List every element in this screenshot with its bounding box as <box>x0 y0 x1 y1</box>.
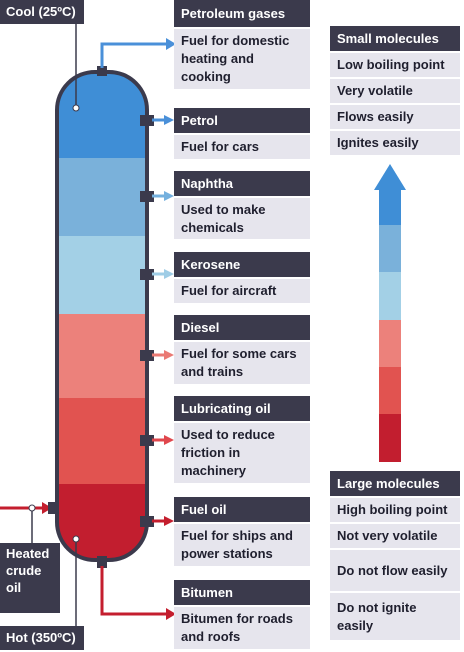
small-molecules-property: Low boiling point <box>330 53 460 77</box>
fraction-name-fuel-oil: Fuel oil <box>174 497 310 522</box>
band-diesel-zone <box>57 314 147 398</box>
band-kerosene-zone <box>57 236 147 314</box>
fraction-use-diesel: Fuel for some cars and trains <box>174 342 310 384</box>
fraction-name-kerosene: Kerosene <box>174 252 310 277</box>
heated-crude-oil-label: Heated crude oil <box>0 543 60 613</box>
top-nozzle <box>97 66 107 76</box>
fraction-use-kerosene: Fuel for aircraft <box>174 279 310 303</box>
small-molecules-title: Small molecules <box>330 26 460 51</box>
band-fuel-oil-zone <box>57 484 147 560</box>
column-bands <box>57 72 147 560</box>
band-petrol-zone <box>57 72 147 158</box>
fraction-name-bitumen: Bitumen <box>174 580 310 605</box>
petroleum-gases-pipe <box>100 42 168 68</box>
inlet-nozzle <box>48 502 58 514</box>
fraction-name-petrol: Petrol <box>174 108 310 133</box>
large-molecules-title: Large molecules <box>330 471 460 496</box>
large-molecules-property: Do not flow easily <box>330 550 460 591</box>
petroleum-gases-arrow <box>166 38 176 50</box>
bottom-nozzle <box>97 556 107 568</box>
fraction-use-lubricating-oil: Used to reduce friction in machinery <box>174 423 310 483</box>
molecule-size-arrow <box>374 164 406 462</box>
fraction-use-petrol: Fuel for cars <box>174 135 310 159</box>
small-molecules-property: Flows easily <box>330 105 460 129</box>
cool-label: Cool (25ºC) <box>0 0 84 24</box>
fraction-name-diesel: Diesel <box>174 315 310 340</box>
fraction-name-lubricating-oil: Lubricating oil <box>174 396 310 421</box>
bitumen-pipe <box>100 566 168 616</box>
small-molecules-property: Ignites easily <box>330 131 460 155</box>
large-molecules-property: Do not ignite easily <box>330 593 460 640</box>
large-molecules-property: Not very volatile <box>330 524 460 548</box>
fraction-use-petroleum-gases: Fuel for domestic heating and cooking <box>174 29 310 89</box>
hot-marker <box>72 535 80 543</box>
fraction-use-bitumen: Bitumen for roads and roofs <box>174 607 310 649</box>
fraction-use-naphtha: Used to make chemicals <box>174 198 310 239</box>
crude-oil-inlet-arrow <box>42 502 52 514</box>
cool-marker <box>72 104 80 112</box>
small-molecules-property: Very volatile <box>330 79 460 103</box>
hot-label: Hot (350ºC) <box>0 626 84 650</box>
bitumen-arrow <box>166 608 176 620</box>
fraction-name-petroleum-gases: Petroleum gases <box>174 0 310 27</box>
crude-marker <box>28 504 36 512</box>
band-naphtha-zone <box>57 158 147 236</box>
fraction-name-naphtha: Naphtha <box>174 171 310 196</box>
large-molecules-property: High boiling point <box>330 498 460 522</box>
band-lubricating-zone <box>57 398 147 484</box>
fraction-use-fuel-oil: Fuel for ships and power stations <box>174 524 310 566</box>
side-outlets <box>140 115 174 527</box>
